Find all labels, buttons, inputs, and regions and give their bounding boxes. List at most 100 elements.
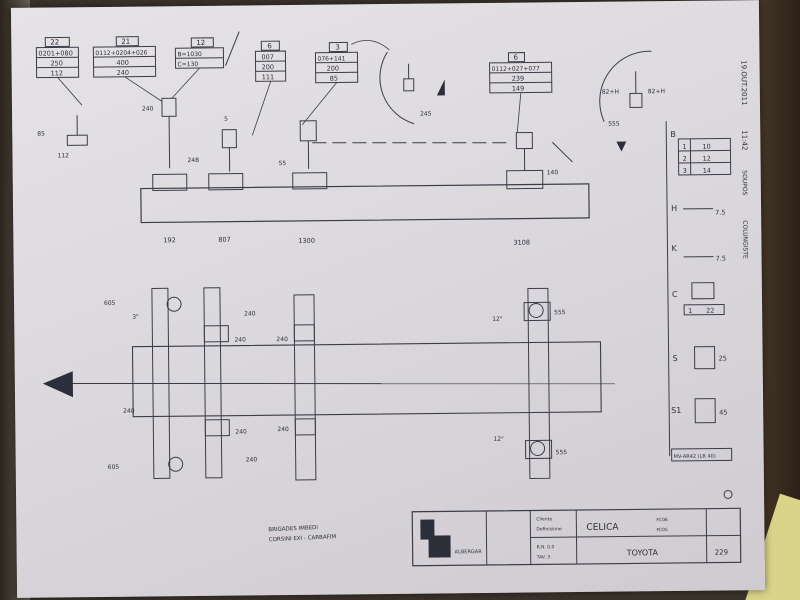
plan-label: 3" bbox=[132, 314, 139, 321]
clamp-3: 5 bbox=[208, 116, 244, 191]
angle-label: 5 bbox=[224, 116, 228, 123]
plan-label: 240 bbox=[234, 336, 246, 343]
legend-key: K bbox=[671, 244, 677, 253]
header-time: 11:42 bbox=[740, 130, 748, 150]
plan-label: 240 bbox=[276, 336, 288, 343]
angle-label: 248 bbox=[188, 157, 200, 164]
direction-arrow bbox=[42, 371, 74, 398]
angle-label: 245 bbox=[420, 111, 432, 118]
plan-label: 240 bbox=[244, 310, 256, 317]
legend-value: 45 bbox=[719, 408, 727, 416]
legend-cell: 14 bbox=[703, 167, 711, 175]
legend-cell: 10 bbox=[702, 143, 710, 151]
box-line: 0112+027+077 bbox=[492, 65, 540, 73]
brand-name: TOYOTA bbox=[626, 548, 659, 557]
profile-beam bbox=[140, 183, 590, 224]
box-line: 400 bbox=[116, 59, 129, 67]
box-line: 200 bbox=[327, 65, 340, 73]
legend-key: C bbox=[672, 290, 678, 299]
angle-label: 82+H bbox=[602, 89, 619, 96]
caption: BRIGADES IMBEDI CORSINI EXI - CARBAFIM bbox=[268, 525, 337, 543]
detail-circle-right: 82+H 82+H 555 bbox=[602, 71, 665, 152]
detail-circle-left: 245 bbox=[403, 63, 445, 118]
box-id: 6 bbox=[267, 42, 272, 50]
header-date: 19.OUT.2011 bbox=[740, 60, 748, 105]
plan-label: 240 bbox=[235, 428, 247, 435]
box-line: 85 bbox=[330, 75, 338, 83]
box-line: 239 bbox=[512, 75, 525, 83]
plan-label: 12" bbox=[492, 316, 503, 323]
box-line: 240 bbox=[117, 69, 130, 77]
plan-label: 12" bbox=[493, 436, 504, 443]
angle-label: 240 bbox=[142, 105, 154, 112]
top-box-4: 6 007 200 111 bbox=[254, 40, 287, 82]
title-small: FC05 bbox=[656, 527, 668, 533]
title-small: TAV. 3 bbox=[536, 554, 551, 560]
title-block: ALBERGAR Cliente Definizione R.N. 0.0 TA… bbox=[411, 507, 742, 567]
legend-cell: 12 bbox=[703, 155, 711, 163]
plan-view bbox=[42, 287, 615, 481]
dimension-label: 3108 bbox=[513, 239, 530, 247]
angle-label: 112 bbox=[57, 152, 69, 159]
top-box-6: 6 0112+027+077 239 149 bbox=[489, 52, 553, 94]
title-small: Definizione bbox=[536, 526, 561, 532]
clamp-2: 240 248 bbox=[142, 97, 200, 191]
angle-label: 82+H bbox=[648, 88, 665, 95]
drawing-sheet: 19.OUT.2011 11:42 SOUPOS COLUNGISTE 22 0… bbox=[10, 0, 766, 598]
plan-label: 240 bbox=[246, 456, 258, 463]
technical-drawing: 19.OUT.2011 11:42 SOUPOS COLUNGISTE 22 0… bbox=[35, 31, 749, 567]
box-line: 007 bbox=[261, 53, 274, 61]
plan-label: 555 bbox=[554, 309, 566, 316]
legend-cell: 1 bbox=[688, 307, 692, 315]
legend-cell: 1 bbox=[682, 143, 686, 151]
box-line: C=130 bbox=[177, 61, 198, 68]
caption-line: CORSINI EXI - CARBAFIM bbox=[269, 534, 337, 543]
box-id: 22 bbox=[50, 38, 59, 46]
plan-label: 240 bbox=[277, 426, 289, 433]
dimension-label: 192 bbox=[163, 236, 176, 244]
sheet-code: 229 bbox=[715, 548, 728, 556]
legend-value: 7.5 bbox=[716, 254, 726, 262]
plan-label: 605 bbox=[104, 300, 116, 307]
caption-line: BRIGADES IMBEDI bbox=[268, 525, 318, 533]
legend-value: 7.5 bbox=[715, 208, 725, 216]
legend-key: S1 bbox=[671, 406, 681, 415]
legend-note: MV-AR42 (LR 40) bbox=[674, 454, 716, 460]
box-id: 12 bbox=[196, 39, 205, 47]
top-box-1: 22 0201+080 250 112 bbox=[35, 36, 80, 79]
clamp-5: 140 bbox=[506, 131, 573, 190]
header-stamp: 19.OUT.2011 11:42 SOUPOS COLUNGISTE bbox=[740, 60, 749, 259]
clamp-1: 85 112 bbox=[37, 115, 88, 159]
top-box-2: 21 0112+0204+026 400 240 bbox=[92, 36, 157, 78]
box-id: 3 bbox=[335, 43, 340, 51]
legend-key: H bbox=[671, 204, 677, 213]
top-box-3: 12 B=1030 C=130 bbox=[174, 31, 240, 69]
plan-label: 605 bbox=[108, 464, 120, 471]
header-ref: COLUNGISTE bbox=[741, 220, 748, 259]
box-line: 0201+080 bbox=[38, 49, 72, 57]
legend-column: B 1 10 2 12 3 14 H 7.5 K 7.5 C 1 bbox=[665, 121, 733, 499]
box-line: 200 bbox=[262, 63, 275, 71]
legend-cell: 3 bbox=[683, 167, 687, 175]
company-name: ALBERGAR bbox=[455, 549, 483, 555]
box-line: 076+141 bbox=[317, 55, 345, 62]
angle-label: 555 bbox=[608, 121, 620, 128]
clamp-4: 55 bbox=[279, 120, 328, 190]
header-user: SOUPOS bbox=[741, 170, 748, 195]
box-line: 250 bbox=[50, 59, 63, 67]
dimension-label: 1300 bbox=[298, 237, 315, 245]
box-line: 111 bbox=[262, 73, 275, 81]
legend-cell: 22 bbox=[706, 307, 714, 315]
plan-label: 555 bbox=[556, 449, 568, 456]
box-line: B=1030 bbox=[177, 51, 202, 58]
legend-value: 25 bbox=[719, 354, 727, 362]
plan-label: 240 bbox=[123, 408, 135, 415]
box-line: 149 bbox=[512, 85, 525, 93]
angle-label: 55 bbox=[279, 160, 287, 167]
box-line: 112 bbox=[51, 69, 64, 77]
top-box-5: 3 076+141 200 85 bbox=[314, 41, 359, 84]
title-small: R.N. 0.0 bbox=[537, 544, 555, 550]
title-small: FC06 bbox=[656, 517, 668, 523]
box-id: 6 bbox=[513, 54, 518, 62]
